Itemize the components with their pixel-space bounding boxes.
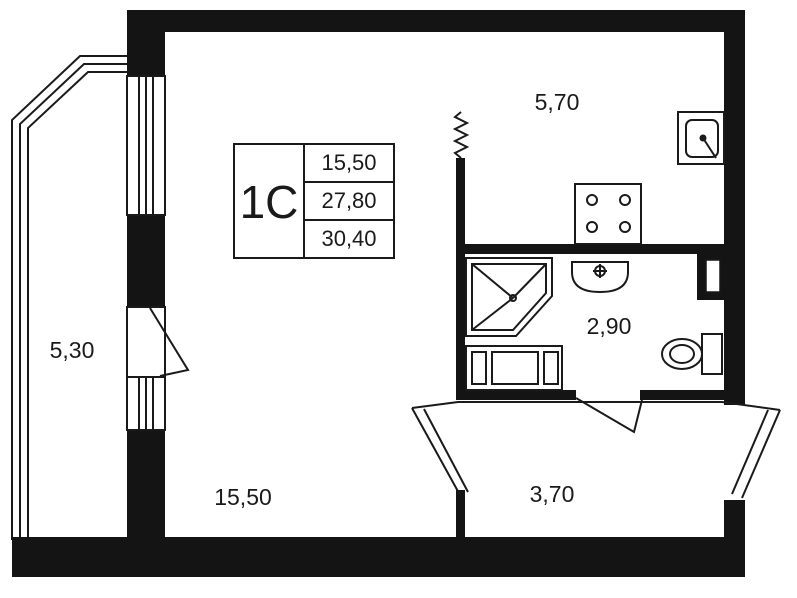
vent-shaft-inner <box>705 259 721 293</box>
balcony <box>11 55 127 540</box>
left-wall-mid <box>127 215 165 307</box>
kitchen-opening-marker <box>452 111 470 159</box>
right-wall-upper <box>724 10 745 405</box>
unit-code: 1С <box>240 176 299 228</box>
total-with-balcony-value: 30,40 <box>321 226 376 251</box>
left-wall-top <box>127 10 165 76</box>
left-wall-low <box>127 430 165 540</box>
bathroom-door <box>575 397 643 434</box>
entrance-door <box>411 401 781 499</box>
balcony-door <box>126 306 190 378</box>
balcony-area-label: 5,30 <box>50 337 95 363</box>
room-area-label: 15,50 <box>214 484 272 510</box>
right-wall-lower <box>724 500 745 540</box>
top-wall <box>127 10 745 32</box>
bathroom-bottom-wall-left <box>456 390 576 400</box>
hall-partition <box>456 490 465 540</box>
bathroom-top-wall <box>456 244 745 254</box>
kitchen-sink-icon <box>677 111 725 165</box>
bathroom-bottom-wall-right <box>640 390 745 400</box>
window-upper <box>126 75 166 216</box>
bathroom-area-label: 2,90 <box>587 313 632 339</box>
window-lower <box>126 376 166 431</box>
bottom-wall <box>12 537 745 577</box>
unit-summary-box <box>233 143 395 259</box>
total-area-value: 27,80 <box>321 188 376 213</box>
shower-icon <box>465 257 553 337</box>
stove-icon <box>574 183 642 245</box>
hall-area-label: 3,70 <box>530 481 575 507</box>
washbasin-icon <box>571 261 629 294</box>
toilet-icon <box>661 333 723 375</box>
kitchen-partition <box>456 158 465 400</box>
kitchen-area-label: 5,70 <box>535 89 580 115</box>
bathtub-icon <box>465 345 563 391</box>
living-area-value: 15,50 <box>321 150 376 175</box>
exterior-walls <box>12 10 745 577</box>
